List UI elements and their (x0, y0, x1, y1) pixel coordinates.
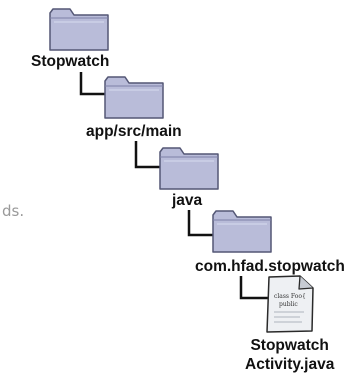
stopwatch-folder-label: Stopwatch (31, 53, 110, 70)
file-code-line-1: class Foo{ (274, 293, 306, 300)
cropped-side-text: ds. (2, 202, 25, 220)
java-folder-icon (159, 147, 219, 190)
com-hfad-stopwatch-folder-label: com.hfad.stopwatch (195, 258, 345, 275)
app-src-main-folder-icon (104, 76, 164, 119)
com-hfad-stopwatch-folder-icon (212, 210, 272, 253)
connector-com-hfad-stopwatch-to-activity (239, 276, 268, 300)
stopwatch-activity-label: Stopwatch Activity.java (245, 336, 334, 374)
stopwatch-folder-icon (49, 8, 109, 51)
java-file-icon: class Foo{ public (266, 275, 314, 333)
stopwatch-activity-label-line-1: Stopwatch (250, 337, 329, 354)
stopwatch-activity-label-line-2: Activity.java (245, 356, 335, 373)
file-code-line-2: public (279, 301, 298, 308)
java-folder-label: java (172, 192, 203, 209)
app-src-main-folder-label: app/src/main (86, 123, 182, 140)
